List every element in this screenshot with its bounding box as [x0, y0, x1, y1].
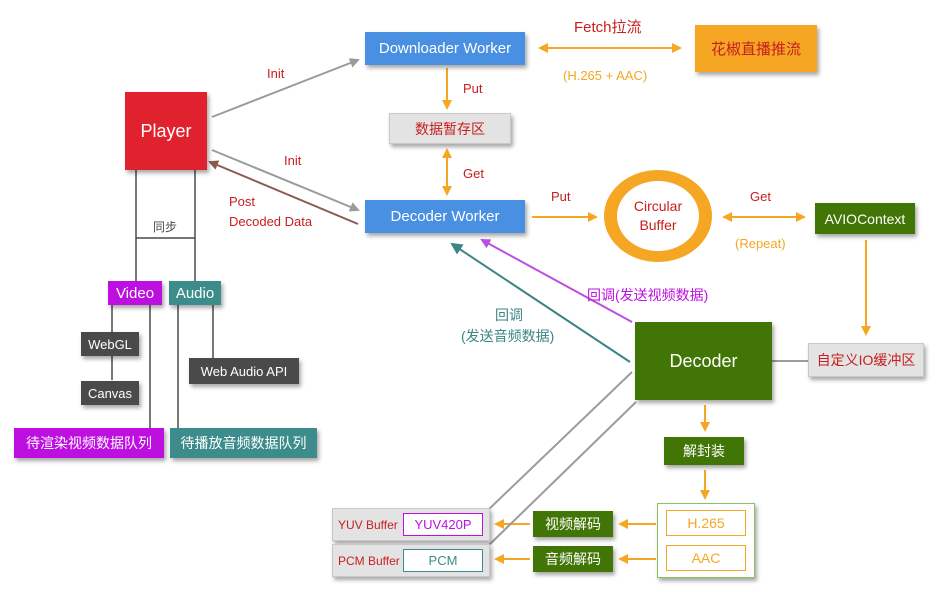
custom-io-buffer-node: 自定义IO缓冲区	[808, 343, 924, 377]
repeat-label: (Repeat)	[735, 236, 786, 251]
edge-player-decoder-worker	[211, 149, 360, 212]
audio-node: Audio	[169, 281, 221, 305]
player-node: Player	[125, 92, 207, 170]
cache-node: 数据暂存区	[389, 113, 511, 144]
audio-callback-label-2: (发送音频数据)	[461, 328, 555, 344]
demux-label: 解封装	[683, 443, 725, 459]
decoded-data-label: Decoded Data	[229, 214, 313, 229]
video-callback-label: 回调(发送视频数据)	[587, 287, 709, 303]
decoder-label: Decoder	[669, 350, 738, 371]
player-label: Player	[140, 120, 192, 141]
pcm-buffer-node: PCM Buffer PCM	[332, 544, 490, 577]
video-decode-node: 视频解码	[533, 511, 613, 537]
edge-decoder-video-callback	[480, 239, 633, 323]
h265-aac-label: (H.265 + AAC)	[563, 68, 648, 83]
edge-decoder-audio-callback	[450, 242, 631, 363]
web-audio-api-node: Web Audio API	[189, 358, 299, 384]
circular-buffer-inner: Circular Buffer	[617, 181, 699, 251]
edge-player-downloader	[211, 58, 360, 118]
yuv-format-box: YUV420P	[403, 513, 483, 536]
init-label-downloader: Init	[267, 66, 285, 81]
edge-decoder-worker-player	[208, 160, 359, 225]
sync-label: 同步	[153, 220, 178, 234]
pcm-format-box: PCM	[403, 549, 483, 572]
circular-buffer-label: Circular Buffer	[633, 198, 683, 233]
demux-node: 解封装	[664, 437, 744, 465]
downloader-worker-label: Downloader Worker	[378, 40, 512, 57]
audio-label: Audio	[175, 284, 215, 302]
audio-decode-label: 音频解码	[545, 551, 601, 567]
video-node: Video	[108, 281, 162, 305]
yuv-format-label: YUV420P	[414, 517, 472, 532]
audio-callback-label-1: 回调	[495, 307, 523, 323]
video-decode-label: 视频解码	[545, 516, 601, 532]
post-label: Post	[229, 194, 256, 209]
audio-decode-node: 音频解码	[533, 546, 613, 572]
decoder-node: Decoder	[635, 322, 772, 400]
canvas-label: Canvas	[87, 385, 133, 401]
avio-context-node: AVIOContext	[815, 203, 915, 234]
decoder-worker-label: Decoder Worker	[390, 208, 500, 225]
init-label-decoder-worker: Init	[284, 153, 302, 168]
audio-queue-label: 待播放音频数据队列	[180, 435, 307, 451]
yuv-buffer-label: YUV Buffer	[338, 517, 398, 532]
yuv-buffer-node: YUV Buffer YUV420P	[332, 508, 490, 541]
custom-io-buffer-label: 自定义IO缓冲区	[816, 352, 916, 368]
audio-queue-node: 待播放音频数据队列	[170, 428, 317, 458]
video-label: Video	[115, 284, 155, 302]
circular-buffer-node: Circular Buffer	[604, 170, 712, 262]
cache-label: 数据暂存区	[415, 120, 485, 137]
avio-context-label: AVIOContext	[824, 210, 906, 227]
web-audio-api-label: Web Audio API	[200, 363, 288, 379]
downloader-worker-node: Downloader Worker	[365, 32, 525, 65]
live-push-label: 花椒直播推流	[710, 41, 801, 58]
webgl-label: WebGL	[88, 336, 132, 352]
pcm-buffer-label: PCM Buffer	[338, 553, 400, 568]
h265-stream-node: H.265	[666, 510, 746, 536]
aac-stream-node: AAC	[666, 545, 746, 571]
edge-decoder-yuv-buffer	[487, 371, 633, 511]
put-label-cache: Put	[463, 81, 483, 96]
decoder-worker-node: Decoder Worker	[365, 200, 525, 233]
put-label-circular: Put	[551, 189, 571, 204]
video-queue-label: 待渲染视频数据队列	[26, 435, 152, 451]
fetch-label: Fetch拉流	[574, 19, 642, 36]
aac-stream-label: AAC	[691, 550, 721, 566]
video-queue-node: 待渲染视频数据队列	[14, 428, 164, 458]
webgl-node: WebGL	[81, 332, 139, 356]
pcm-format-label: PCM	[428, 553, 458, 568]
live-push-node: 花椒直播推流	[695, 25, 817, 72]
get-label-cache: Get	[463, 166, 484, 181]
get-label-avio: Get	[750, 189, 771, 204]
canvas-node: Canvas	[81, 381, 139, 405]
h265-stream-label: H.265	[687, 515, 725, 531]
edge-decoder-pcm-buffer	[487, 401, 637, 547]
